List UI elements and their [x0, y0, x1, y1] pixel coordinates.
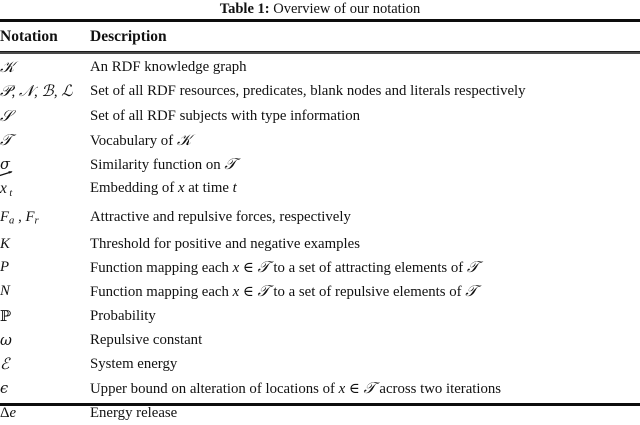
- notation-description: Repulsive constant: [90, 331, 203, 348]
- notation-description: Probability: [90, 307, 156, 324]
- notation-symbol: Fa , Fr: [0, 208, 39, 227]
- notation-symbol: P: [0, 258, 10, 275]
- column-header-description: Description: [90, 28, 167, 45]
- table-rule-bottom: [0, 403, 640, 406]
- notation-description: Attractive and repulsive forces, respect…: [90, 208, 351, 225]
- caption-text: Overview of our notation: [269, 1, 421, 17]
- table-row: σ Similarity function on 𝒯: [0, 153, 640, 177]
- notation-symbol: 𝒯: [0, 130, 13, 149]
- table-row: ϵ Upper bound on alteration of locations…: [0, 377, 640, 401]
- notation-description: Upper bound on alteration of locations o…: [90, 379, 502, 398]
- notation-description: Set of all RDF resources, predicates, bl…: [90, 83, 526, 100]
- notation-symbol: N: [0, 283, 10, 300]
- notation-description: Set of all RDF subjects with type inform…: [90, 107, 361, 124]
- table-row: ℙ Probability: [0, 305, 640, 329]
- notation-symbol: K: [0, 235, 10, 252]
- notation-symbol: 𝒮: [0, 106, 13, 125]
- table-row: ω Repulsive constant: [0, 329, 640, 353]
- notation-description: Function mapping each x ∈ 𝒯 to a set of …: [90, 282, 478, 301]
- column-header-notation: Notation: [0, 28, 58, 45]
- notation-symbol: 𝒫, 𝒩, ℬ, ℒ: [0, 82, 73, 101]
- notation-symbol: ϵ: [0, 380, 9, 398]
- table-row: 𝒯 Vocabulary of 𝒦: [0, 129, 640, 153]
- table-row: ℰ System energy: [0, 353, 640, 377]
- table-row: 𝒦 An RDF knowledge graph: [0, 53, 640, 80]
- notation-symbol: 𝒦: [0, 58, 15, 76]
- notation-symbol: Δe: [0, 404, 17, 421]
- table-rule-top: [0, 19, 640, 22]
- table-header-row: Notation Description: [0, 21, 640, 53]
- notation-description: Function mapping each x ∈ 𝒯 to a set of …: [90, 257, 480, 276]
- table-row: 𝒫, 𝒩, ℬ, ℒ Set of all RDF resources, pre…: [0, 80, 640, 104]
- notation-description: Energy release: [90, 404, 178, 421]
- notation-symbol: σ: [0, 156, 10, 174]
- caption-label: Table 1:: [219, 1, 270, 17]
- table-row: N Function mapping each x ∈ 𝒯 to a set o…: [0, 280, 640, 304]
- table-caption: Table 1: Overview of our notation: [0, 1, 640, 18]
- notation-description: An RDF knowledge graph: [90, 59, 247, 75]
- table-row: P Function mapping each x ∈ 𝒯 to a set o…: [0, 256, 640, 280]
- table-row: Δe Energy release: [0, 402, 640, 425]
- table-row: K Threshold for positive and negative ex…: [0, 233, 640, 256]
- notation-description: Similarity function on 𝒯: [90, 155, 237, 174]
- notation-symbol: ω: [0, 331, 12, 349]
- notation-description: System energy: [90, 356, 178, 373]
- notation-description: Vocabulary of 𝒦: [90, 130, 192, 149]
- table-row: Fa , Fr Attractive and repulsive forces,…: [0, 206, 640, 233]
- table-rule-header: [0, 52, 640, 54]
- notation-description: Embedding of x at time t: [90, 180, 237, 197]
- notation-table: Notation Description 𝒦 An RDF knowledge …: [0, 21, 640, 425]
- table-row: 𝒮 Set of all RDF subjects with type info…: [0, 105, 640, 129]
- notation-description: Threshold for positive and negative exam…: [90, 235, 360, 252]
- notation-symbol: ℙ: [0, 306, 12, 325]
- notation-symbol: ℰ: [0, 355, 10, 374]
